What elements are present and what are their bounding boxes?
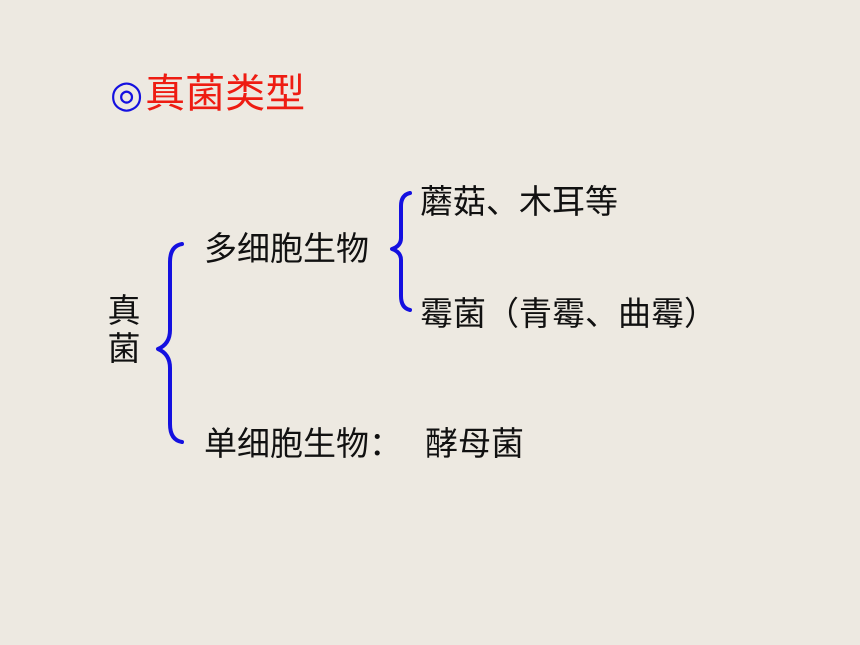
root-brace [156, 242, 184, 444]
slide-title: ◎ 真菌类型 [110, 66, 305, 122]
multicellular-label: 多细胞生物 [204, 229, 369, 268]
title-text: 真菌类型 [145, 71, 306, 117]
double-circle-bullet-icon: ◎ [110, 72, 144, 116]
root-char-1: 真 [107, 291, 141, 330]
mushroom-label: 蘑菇、木耳等 [420, 182, 618, 221]
root-node-fungi: 真 菌 [104, 292, 144, 368]
multicellular-brace [390, 191, 412, 312]
mold-label: 霉菌（青霉、曲霉） [420, 294, 717, 333]
unicellular-label: 单细胞生物： [204, 424, 402, 463]
yeast-label: 酵母菌 [425, 424, 524, 463]
root-char-2: 菌 [107, 329, 141, 368]
